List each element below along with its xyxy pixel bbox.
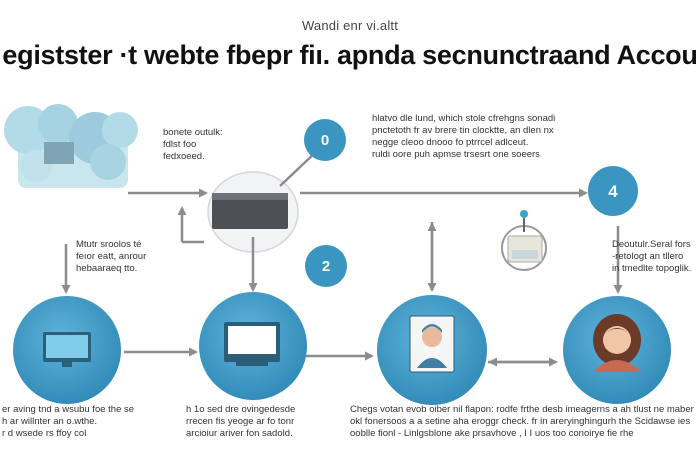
note-top-left: bonete outulk: fdlst foo fedxoeed. [163, 127, 223, 163]
note-line: okl fonersoos a a setine aha eroggr chec… [350, 416, 691, 427]
step-laptop [199, 292, 307, 400]
badge-number: 4 [608, 182, 618, 201]
ring-binder-icon [501, 210, 547, 271]
user-id-card-icon [409, 315, 455, 373]
server-hub-icon [207, 171, 299, 253]
note-line: hlatvo dle lund, which stole cfrehgns so… [372, 113, 556, 124]
note-line: h ar willnter an o.wthe. [2, 416, 98, 427]
note-mid-right: Deoutulr.Seral fors -retologt an tllero … [612, 239, 691, 275]
note-line: ooblle fionl - Linlgsblone ake prsavhove… [350, 428, 634, 439]
note-top-right: hlatvo dle lund, which stole cfrehgns so… [372, 113, 555, 161]
badge-number: 2 [322, 258, 330, 275]
note-line: h 1o sed dre ovingedesde [186, 404, 296, 415]
note-line: negge cleoo dnooo fo ptrrcel adlceut. [372, 137, 529, 148]
note-line: r d wsede rs ffoy col [2, 428, 87, 439]
note-line: er aving tnd a wsubu foe the se [2, 404, 135, 415]
note-line: ruldi oore puh apmse trsesrt one soeers [372, 149, 540, 160]
page-title: egistster ·t webte fbepr fiı. apnda secn… [2, 40, 698, 70]
note-line: feıor eatt, anrour [76, 251, 147, 262]
note-line: -retologt an tllero [612, 251, 684, 262]
cloud-icon [4, 104, 138, 188]
note-bottom-2: h 1o sed dre ovingedesde rrecen fis yeog… [186, 404, 295, 440]
badge-2: 2 [305, 245, 347, 287]
step-account [563, 296, 671, 404]
badge-0: 0 [304, 119, 346, 161]
note-line: bonete outulk: [163, 127, 223, 138]
note-line: Deoutulr.Seral fors [612, 239, 691, 250]
laptop-screen-icon [224, 322, 280, 366]
note-line: rrecen fis yeoge ar fo tonr [186, 416, 295, 427]
note-line: fdlst foo [163, 139, 197, 150]
badge-4: 4 [588, 166, 638, 216]
note-line: pnctetoth fr av brere tin clocktte, an d… [372, 125, 554, 136]
step-profile [377, 295, 487, 405]
woman-avatar-icon [593, 314, 641, 372]
step-computer [13, 296, 121, 404]
note-line: Mtutr sroolos té [76, 239, 142, 250]
computer-monitor-icon [43, 332, 91, 367]
top-label: Wandi enr vi.altt [301, 18, 399, 33]
note-line: fedxoeed. [163, 151, 205, 162]
note-bottom-1: er aving tnd a wsubu foe the se h ar wil… [2, 404, 134, 440]
note-bottom-3: Chegs votan evob oiber nil flapon: rodfe… [350, 404, 700, 440]
note-line: hebaaraeq tto. [76, 263, 138, 274]
note-line: in tmedlte topoglik. [612, 263, 692, 274]
note-mid-left: Mtutr sroolos té feıor eatt, anrour heba… [76, 239, 146, 275]
note-line: Chegs votan evob oiber nil flapon: rodfe… [350, 404, 694, 415]
note-line: arcioiur ariver fon sadold. [186, 428, 293, 439]
badge-number: 0 [321, 132, 329, 149]
